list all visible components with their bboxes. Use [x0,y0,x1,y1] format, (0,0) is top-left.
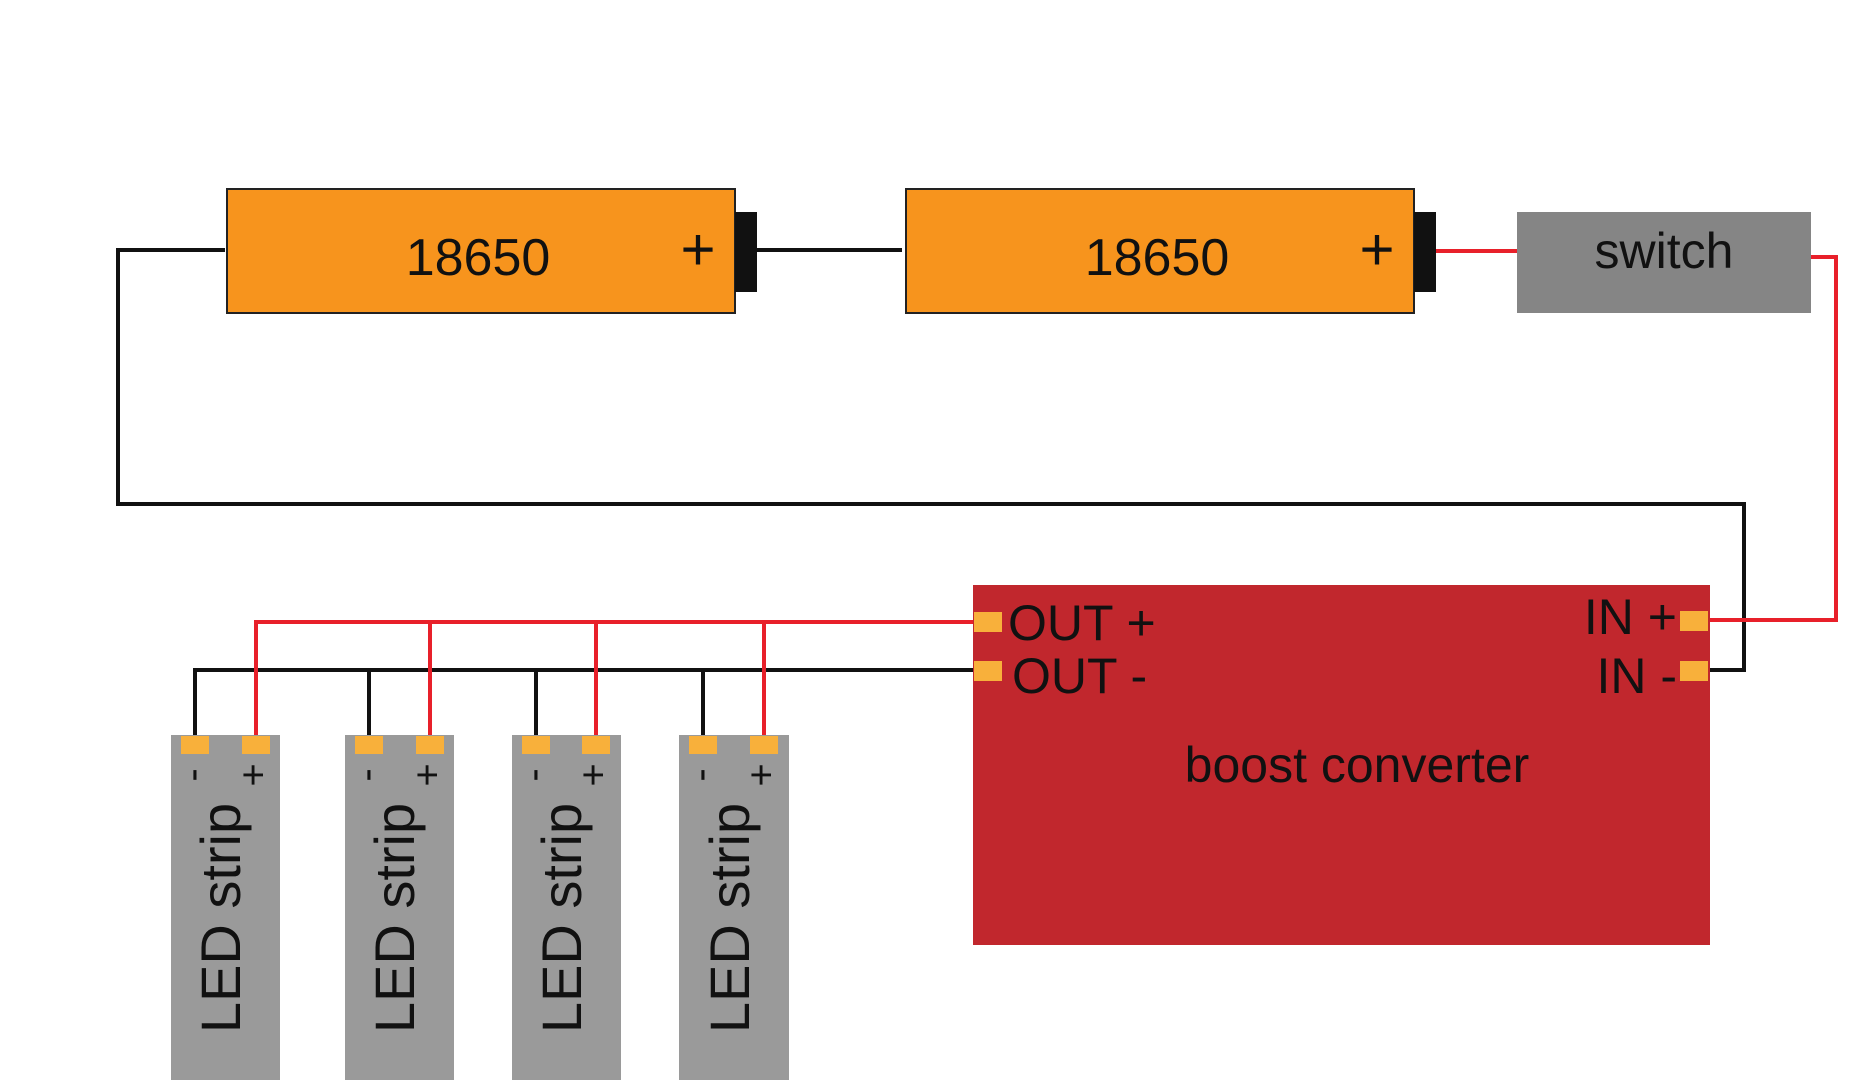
switch: switch [1517,212,1811,313]
led-strip-3-label: LED strip [530,803,593,1033]
boost-converter-label: boost converter [1185,737,1530,793]
boost-converter-body [973,585,1710,945]
battery-1-terminal [735,212,757,292]
battery-1-body [226,188,736,314]
led-strip-2: - + LED strip [345,735,454,1080]
led-strip-2-minus-label: - [345,768,389,781]
led-strip-2-minus-pad [355,736,383,754]
led-strip-3-plus-label: + [572,763,616,786]
battery-2: 18650 + [905,188,1436,314]
wire-battery1-minus-to-converter-in-minus [116,248,1746,672]
led-strip-2-label: LED strip [363,803,426,1033]
battery-1-plus-label: + [680,216,715,283]
led-strip-3-minus-label: - [512,768,556,781]
led-strip-1-minus-label: - [171,768,215,781]
battery-2-plus-label: + [1359,216,1394,283]
battery-1: 18650 + [226,188,757,314]
out-minus-label: OUT - [1012,648,1147,704]
battery-1-label: 18650 [406,229,551,287]
led-strip-1-body [171,735,280,1080]
led-strip-3-body [512,735,621,1080]
led-strip-4-minus-pad [689,736,717,754]
wire-out-plus-bus [254,620,974,737]
led-strip-3-minus-pad [522,736,550,754]
led-strip-4-plus-pad [750,736,778,754]
wire-out-minus-bus [193,668,974,737]
led-strip-4-plus-label: + [740,763,784,786]
led-strip-1-minus-pad [181,736,209,754]
battery-2-terminal [1414,212,1436,292]
led-strip-4-minus-label: - [679,768,723,781]
out-minus-pad [974,661,1002,681]
switch-body [1517,212,1811,313]
led-strip-3-plus-pad [582,736,610,754]
wire-switch-to-in-plus [1700,255,1838,622]
led-strip-1-plus-pad [242,736,270,754]
led-strip-1-label: LED strip [189,803,252,1033]
negative-wires [116,248,1746,737]
led-strip-2-plus-label: + [406,763,450,786]
in-minus-pad [1680,661,1708,681]
out-plus-label: OUT + [1008,595,1156,651]
positive-wires [254,249,1838,737]
boost-converter: OUT + OUT - IN + IN - boost converter [973,585,1710,945]
led-strip-2-plus-pad [416,736,444,754]
led-strip-3: - + LED strip [512,735,621,1080]
led-strip-1: - + LED strip [171,735,280,1080]
led-strip-2-body [345,735,454,1080]
switch-label: switch [1595,223,1734,279]
battery-2-label: 18650 [1085,229,1230,287]
in-plus-label: IN + [1584,589,1677,645]
led-strip-4-body [679,735,789,1080]
battery-2-body [905,188,1415,314]
in-minus-label: IN - [1596,648,1677,704]
in-plus-pad [1680,611,1708,631]
led-strip-4-label: LED strip [698,803,761,1033]
out-plus-pad [974,612,1002,632]
led-strip-4: - + LED strip [679,735,789,1080]
led-strip-1-plus-label: + [232,763,276,786]
